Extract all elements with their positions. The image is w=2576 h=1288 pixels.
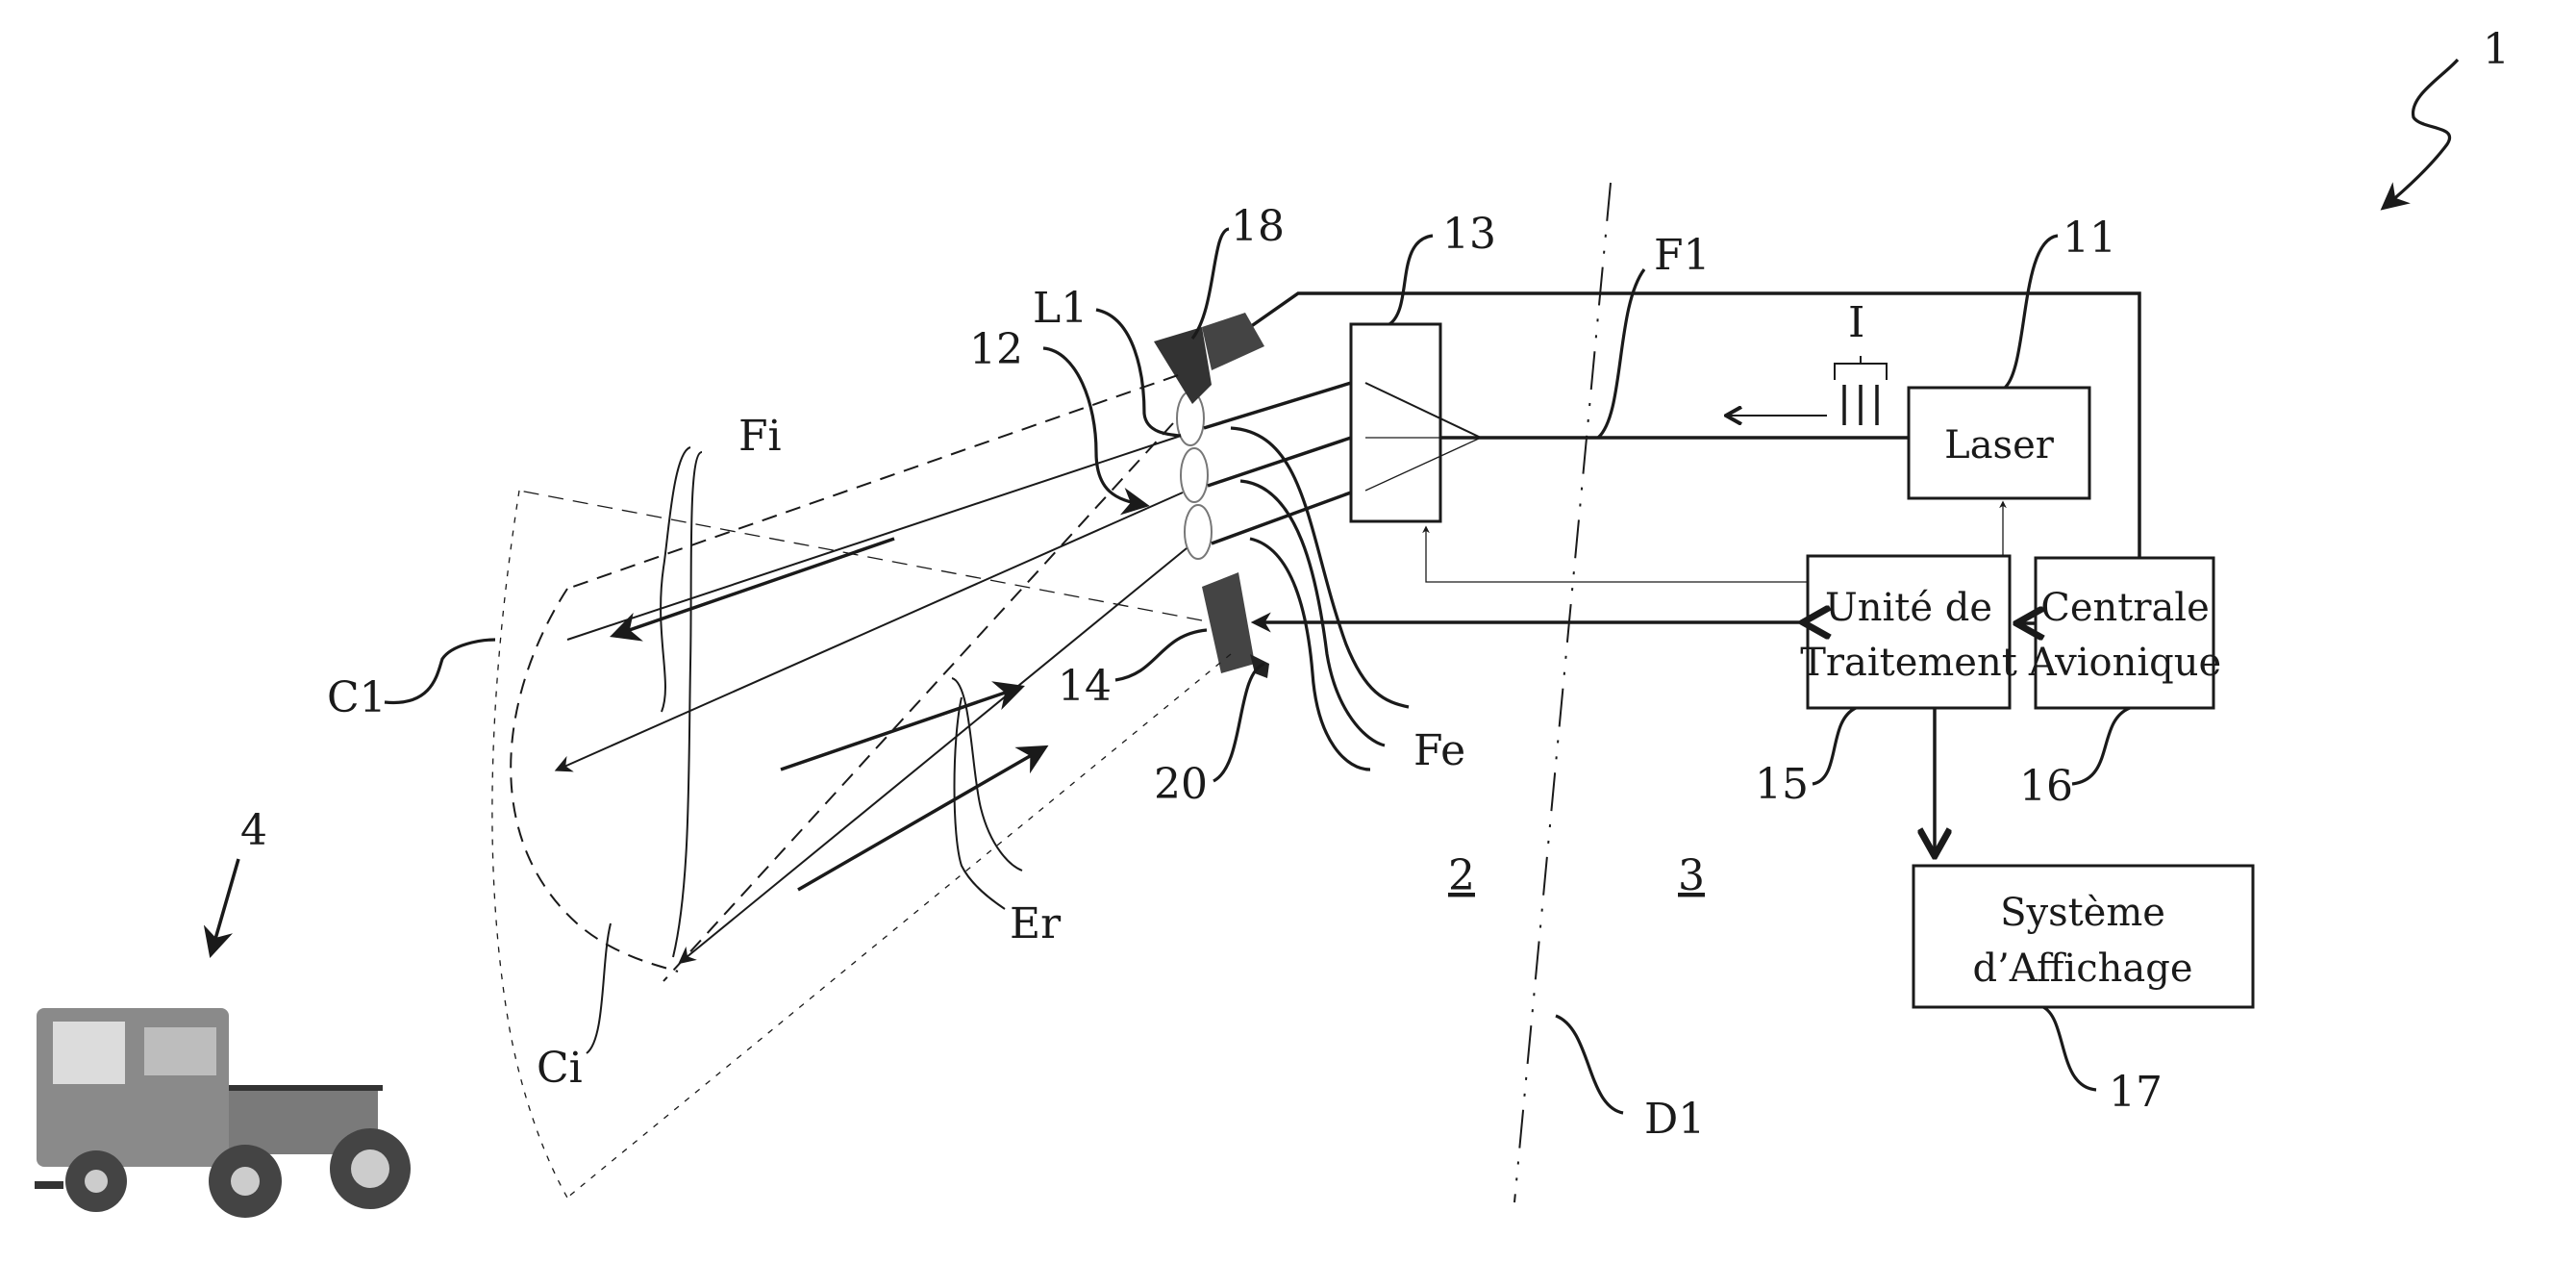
- laser-label: Laser: [1944, 423, 2055, 467]
- lens-array-leader: [1042, 346, 1150, 516]
- camera-18-icon: [1154, 313, 1264, 404]
- fov-lower-dotted: [566, 653, 1232, 1199]
- processing-line-1: Unité de: [1825, 586, 1992, 630]
- emitted-beam-2: [1207, 436, 1352, 488]
- reflected-echo-2: [797, 745, 1049, 892]
- pulse-train-icon: [1834, 356, 1888, 425]
- avionics-block: [2034, 556, 2215, 710]
- optics-symbol-lower: [1364, 437, 1482, 492]
- display-line-1: Système: [2000, 891, 2165, 935]
- laser-leader: [2003, 234, 2059, 390]
- ci-leader: [586, 922, 612, 1054]
- fe-leader-2: [1239, 479, 1386, 747]
- fov-diagonal-dashed: [663, 422, 1174, 982]
- optics-block: [1349, 322, 1442, 523]
- lens-array-ref: 12: [969, 325, 1023, 374]
- outer-contour-c1: [491, 490, 568, 1199]
- er-leader-1: [951, 677, 1023, 871]
- receiver-ref: 14: [1058, 662, 1112, 711]
- fe-leader-1: [1230, 426, 1410, 709]
- optics-symbol-upper: [1364, 382, 1482, 439]
- fiber-leader: [1596, 268, 1646, 440]
- receiver-14-icon: [1202, 572, 1269, 678]
- processing-unit-block: [1806, 554, 2012, 710]
- reflected-echo-1: [780, 681, 1025, 771]
- vehicle-arrow-icon: [203, 858, 240, 959]
- separator-leader: [1555, 1014, 1624, 1115]
- zone-2-label: 2: [1448, 851, 1475, 900]
- fi-leader-2: [672, 451, 703, 958]
- emitted-beam-1: [1203, 381, 1352, 430]
- vehicle-truck-icon: [35, 1008, 411, 1218]
- incident-beam-1-arrow: [610, 537, 895, 642]
- avionics-leader: [2071, 706, 2131, 786]
- avionics-ref: 16: [2019, 762, 2073, 811]
- optics-leader: [1388, 234, 1434, 326]
- display-ref: 17: [2109, 1068, 2163, 1117]
- vehicle-ref: 4: [240, 806, 267, 855]
- reflected-echoes-label: Er: [1010, 899, 1062, 948]
- avionics-line-1: Centrale: [2040, 586, 2210, 630]
- fe-leader-3: [1249, 537, 1371, 771]
- incident-beams-label: Fi: [738, 412, 782, 461]
- fov-upper-dashed: [566, 374, 1179, 590]
- fov-cross-dashed: [518, 490, 1203, 621]
- pulse-label: I: [1848, 298, 1864, 347]
- laser-block: [1907, 386, 2091, 500]
- figure-reference: 1: [2380, 25, 2510, 211]
- camera-18-ref: 18: [1231, 202, 1285, 251]
- inner-contour-ci: [510, 588, 679, 972]
- lens-array: [1176, 391, 1213, 560]
- emitted-beam-3: [1211, 491, 1352, 545]
- camera-20-ref: 20: [1154, 760, 1208, 809]
- fi-leader-1: [660, 446, 691, 713]
- er-leader-2: [953, 696, 1006, 910]
- optics-ref: 13: [1442, 210, 1496, 259]
- lens-label: L1: [1033, 284, 1088, 333]
- processing-leader: [1812, 706, 1857, 786]
- processing-line-2: Traitement: [1800, 641, 2017, 685]
- display-line-2: d’Affichage: [1972, 947, 2192, 991]
- c1-leader: [384, 638, 496, 705]
- camera-20-leader: [1213, 662, 1265, 783]
- separator-line: [1513, 182, 1612, 1203]
- processing-ref: 15: [1755, 760, 1809, 809]
- inner-contour-label: Ci: [537, 1044, 583, 1093]
- emitted-beams-label: Fe: [1413, 726, 1465, 775]
- figure-arrow-icon: [2380, 58, 2460, 211]
- camera-18-leader: [1190, 227, 1230, 340]
- incident-beam-1: [566, 435, 1182, 641]
- laser-ref: 11: [2063, 214, 2116, 263]
- figure-number: 1: [2483, 25, 2510, 74]
- avionics-line-2: Avionique: [2028, 641, 2221, 685]
- incident-beam-3: [678, 547, 1188, 965]
- fiber-label: F1: [1654, 231, 1711, 280]
- outer-contour-label: C1: [327, 673, 387, 722]
- separator-label: D1: [1644, 1095, 1705, 1144]
- display-block: [1912, 864, 2255, 1009]
- processing-to-optics-arrow: [1422, 525, 1808, 583]
- receiver-leader: [1114, 628, 1208, 682]
- incident-beam-2: [554, 492, 1184, 772]
- zone-3-label: 3: [1678, 851, 1705, 900]
- lens-leader: [1095, 308, 1182, 438]
